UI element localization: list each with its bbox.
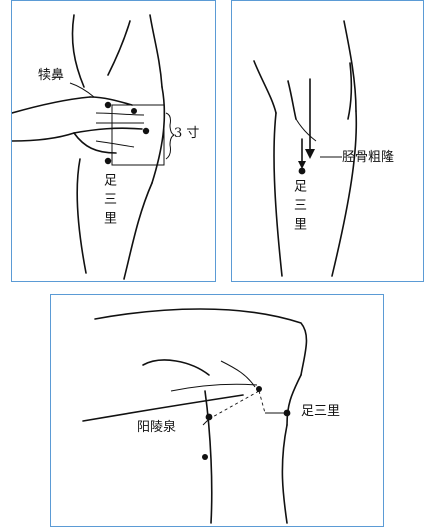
panel-knee-front-tibia: 胫骨粗隆 足三里 bbox=[231, 0, 424, 282]
label-yanglingquan: 阳陵泉 bbox=[137, 421, 176, 434]
label-zusanli-b: 足三里 bbox=[292, 179, 305, 236]
zusanli-point-b bbox=[299, 168, 306, 175]
zusanli-point-a bbox=[105, 158, 111, 164]
yanglingquan-point bbox=[206, 414, 213, 421]
panel-knee-front-hand: 犊鼻 3 寸 足三里 bbox=[11, 0, 216, 282]
label-zusanli-a: 足三里 bbox=[102, 173, 115, 230]
label-zusanli-c: 足三里 bbox=[301, 405, 340, 418]
label-dubi: 犊鼻 bbox=[38, 69, 64, 82]
panel-knee-side: 阳陵泉 足三里 bbox=[50, 294, 384, 527]
knee-hand-illustration bbox=[12, 1, 217, 283]
knee-tibia-illustration bbox=[232, 1, 425, 283]
label-tibial-tuberosity: 胫骨粗隆 bbox=[342, 151, 394, 164]
zusanli-point-c bbox=[284, 410, 291, 417]
label-3-cun: 3 寸 bbox=[174, 127, 199, 140]
dubi-point bbox=[105, 102, 111, 108]
